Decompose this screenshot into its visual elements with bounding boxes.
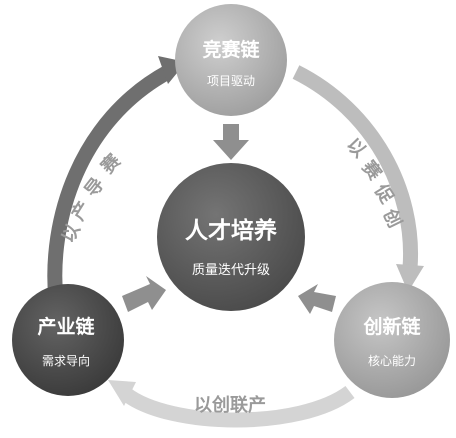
- node-competition-subtitle: 项目驱动: [207, 74, 255, 88]
- arrow-right-to-center: [298, 284, 336, 314]
- arrowhead-top-to-right: [396, 264, 424, 292]
- arc-label-left-char-3: 导: [81, 174, 109, 201]
- arc-right-to-left: [121, 385, 355, 428]
- node-talent-subtitle: 质量迭代升级: [192, 263, 270, 278]
- node-competition-chain: 竞赛链 项目驱动: [175, 4, 287, 116]
- node-innovation-title: 创新链: [362, 315, 420, 338]
- node-industry-chain: 产业链 需求导向: [12, 284, 124, 396]
- arrow-left-to-center: [122, 276, 166, 312]
- arc-label-right-to-left: 以创联产: [194, 394, 266, 416]
- arrowhead-right-to-left: [108, 380, 136, 406]
- node-innovation-chain: 创新链 核心能力: [334, 282, 450, 398]
- node-industry-subtitle: 需求导向: [42, 353, 90, 368]
- arc-label-left-char-4: 赛: [96, 149, 126, 179]
- arc-top-to-right: [292, 65, 419, 269]
- arrow-top-to-center-head: [213, 140, 249, 160]
- arrow-top-to-center-shaft: [223, 124, 239, 142]
- arc-left-to-top: [47, 65, 172, 301]
- node-industry-title: 产业链: [37, 315, 94, 338]
- node-competition-title: 竞赛链: [202, 38, 259, 61]
- node-talent-training: 人才培养 质量迭代升级: [157, 163, 305, 311]
- node-innovation-subtitle: 核心能力: [368, 354, 416, 368]
- node-talent-title: 人才培养: [185, 217, 277, 244]
